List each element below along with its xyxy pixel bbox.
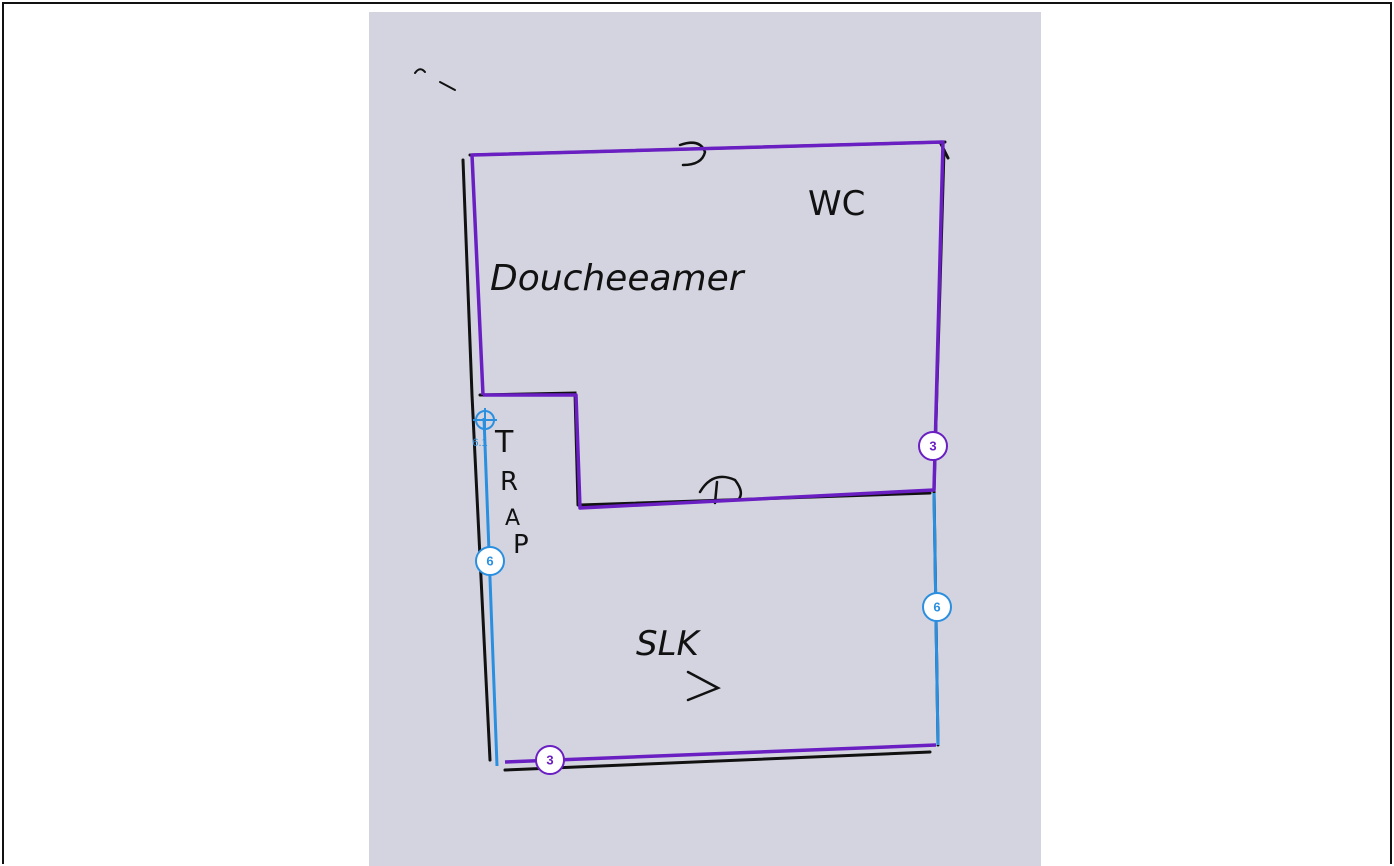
ink-door-arc-top xyxy=(678,141,707,167)
stair-letter-t: T xyxy=(494,425,514,460)
badge-right-upper[interactable]: 3 xyxy=(918,431,948,461)
cursor-readout: 6.1 xyxy=(472,437,487,449)
purple-outline-upper xyxy=(470,140,945,510)
label-bedroom: SLK xyxy=(636,624,702,664)
badge-right-lower[interactable]: 6 xyxy=(922,592,952,622)
stair-letter-r: R xyxy=(500,467,518,497)
purple-measure-lines[interactable] xyxy=(470,140,945,764)
label-wc: WC xyxy=(808,184,865,224)
purple-bottom-line xyxy=(504,743,937,764)
ink-triangle-mark xyxy=(686,670,721,702)
label-bathroom: Doucheeamer xyxy=(490,258,746,299)
crosshair-handle-icon[interactable] xyxy=(473,408,497,432)
blue-measure-lines[interactable] xyxy=(482,417,940,767)
ink-left-wall xyxy=(461,158,492,762)
badge-left-lower[interactable]: 6 xyxy=(475,546,505,576)
badge-right-lower-value: 6 xyxy=(933,600,940,615)
stair-letter-p: P xyxy=(513,530,529,560)
ink-bottom-wall xyxy=(503,750,932,772)
badge-bottom-value: 3 xyxy=(546,753,553,768)
ink-corner-mark xyxy=(414,68,456,91)
badge-bottom[interactable]: 3 xyxy=(535,745,565,775)
badge-right-upper-value: 3 xyxy=(929,439,936,454)
stair-letter-a: A xyxy=(505,506,520,531)
badge-left-lower-value: 6 xyxy=(486,554,493,569)
blue-left-line xyxy=(482,417,499,767)
